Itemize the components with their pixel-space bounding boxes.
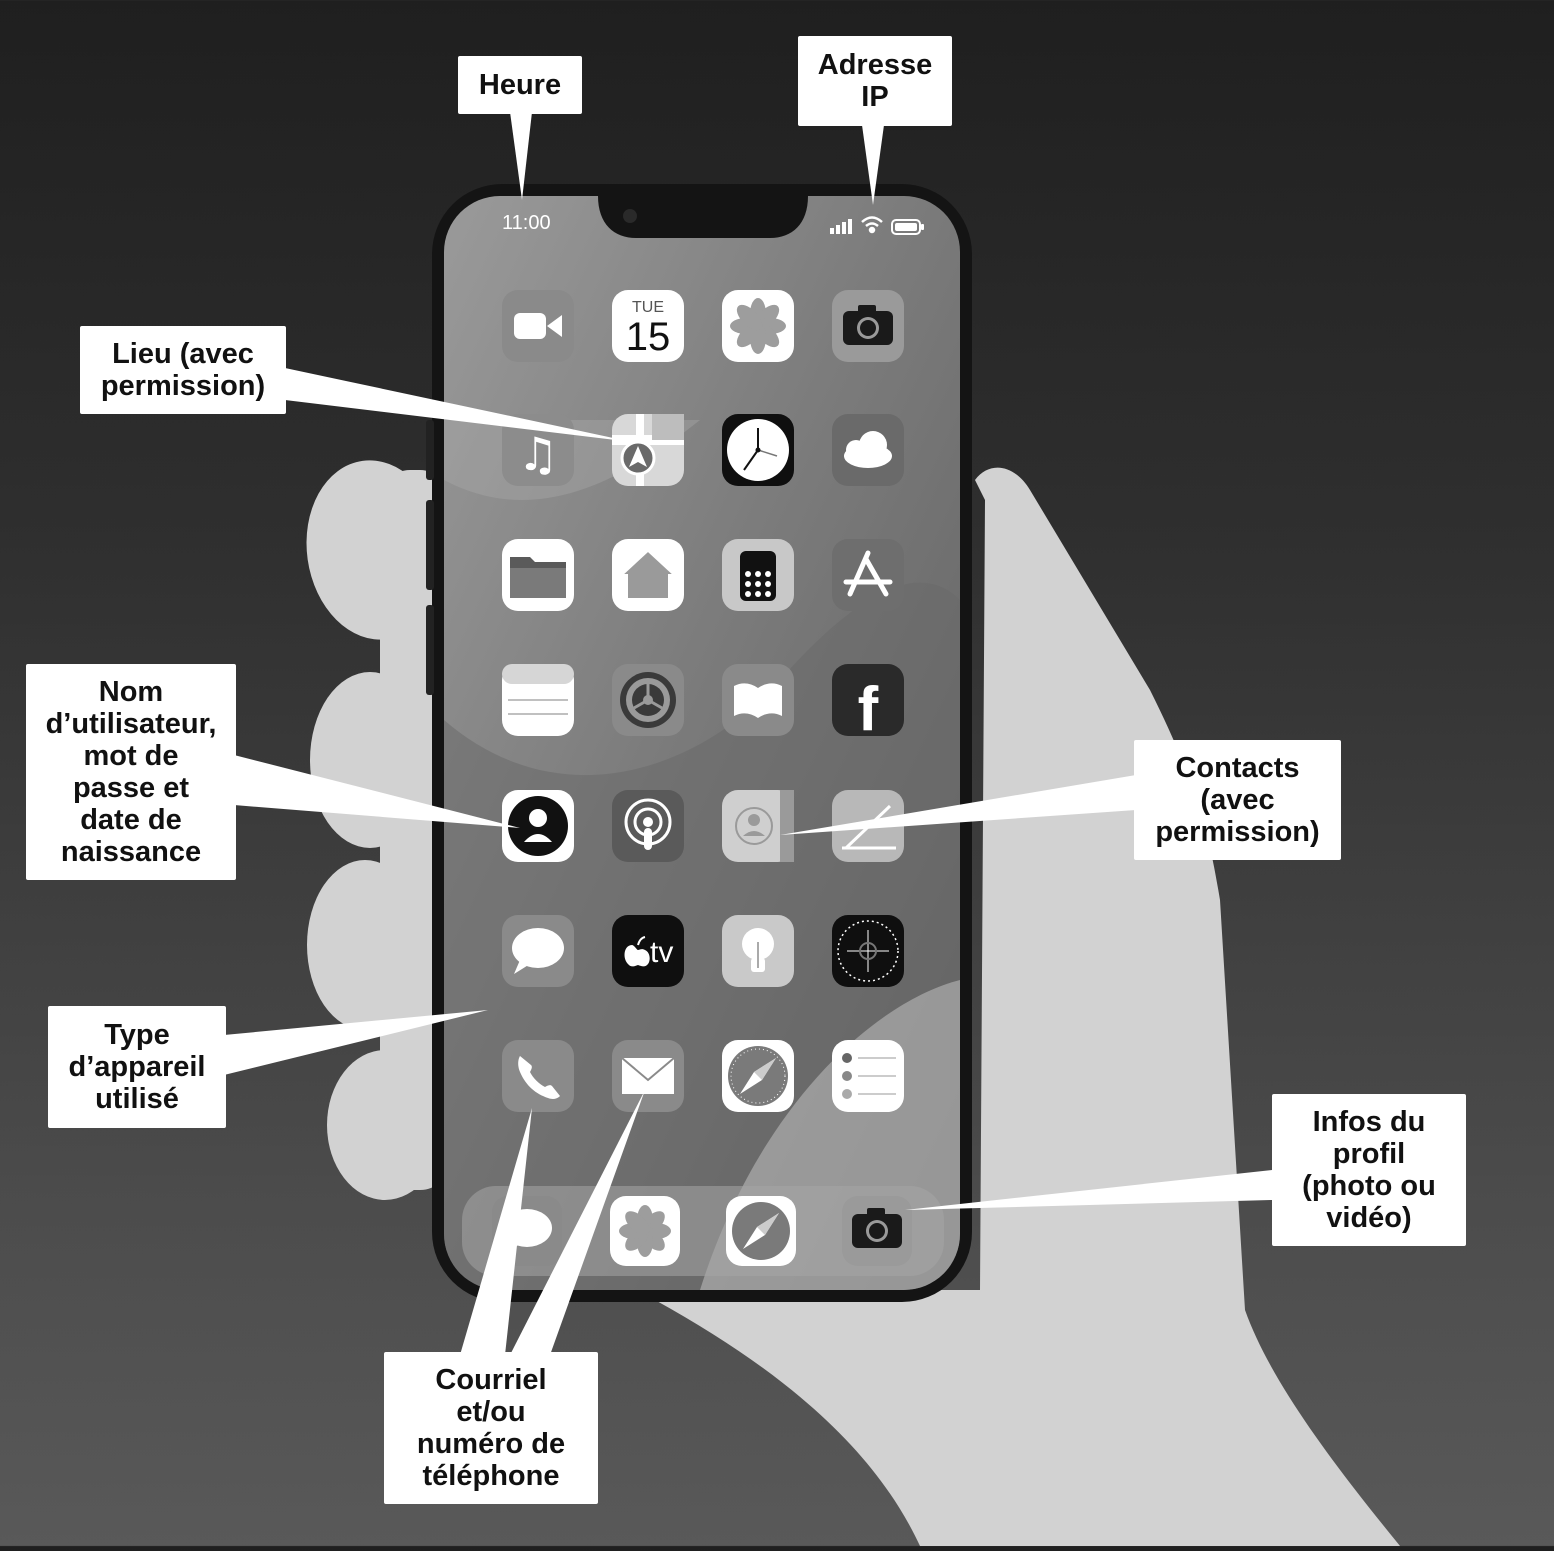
contacts-icon[interactable] (722, 790, 794, 862)
dock-safari-icon[interactable] (726, 1196, 796, 1266)
facebook-icon[interactable]: f (832, 664, 904, 744)
clock-icon[interactable] (722, 414, 794, 486)
maps-icon[interactable] (612, 414, 684, 486)
callout-heure: Heure (458, 56, 582, 114)
battery-icon (891, 219, 924, 235)
calendar-day: TUE (632, 299, 664, 316)
apple-tv-label: tv (650, 936, 673, 969)
notch (598, 196, 808, 238)
svg-text:f: f (858, 675, 879, 744)
mail-icon[interactable] (612, 1040, 684, 1112)
pointer-courriel-1 (460, 1108, 532, 1355)
dock-camera-icon[interactable] (842, 1196, 912, 1266)
pointer-heure (510, 112, 532, 200)
messages-icon[interactable] (502, 915, 574, 987)
wifi-icon (861, 216, 883, 234)
tips-icon[interactable] (722, 915, 794, 987)
podcasts-icon[interactable] (612, 790, 684, 862)
pointer-courriel-2 (510, 1090, 645, 1355)
facetime-icon[interactable] (502, 290, 574, 362)
settings-icon[interactable] (612, 664, 684, 736)
safari-icon[interactable] (722, 1040, 794, 1112)
status-time: 11:00 (502, 212, 551, 234)
callout-lieu: Lieu (avec permission) (80, 326, 286, 414)
compass-icon[interactable] (832, 915, 904, 987)
reminders-icon[interactable] (832, 1040, 904, 1112)
callout-pointers (224, 112, 1272, 1355)
apple-tv-icon[interactable]: tv (612, 915, 684, 987)
pointer-type-appareil (224, 1010, 488, 1075)
pointer-lieu (285, 368, 632, 442)
calendar-icon[interactable]: TUE 15 (612, 290, 684, 362)
books-icon[interactable] (722, 664, 794, 736)
svg-text:♫: ♫ (517, 427, 558, 481)
account-icon[interactable] (502, 790, 574, 862)
calculator-icon[interactable] (722, 539, 794, 611)
notes-icon[interactable] (502, 664, 574, 736)
files-icon[interactable] (502, 539, 574, 611)
camera-icon[interactable] (832, 290, 904, 362)
callout-nom: Nom d’utilisateur, mot de passe et date … (26, 664, 236, 880)
callout-adresse-ip: Adresse IP (798, 36, 952, 126)
weather-icon[interactable] (832, 414, 904, 486)
pointer-contacts (780, 775, 1136, 835)
photos-icon[interactable] (722, 290, 794, 362)
home-icon[interactable] (612, 539, 684, 611)
calendar-date: 15 (626, 315, 671, 359)
pointer-nom (234, 755, 520, 828)
pointer-infos-profil (905, 1170, 1272, 1210)
callout-infos-profil: Infos du profil (photo ou vidéo) (1272, 1094, 1466, 1246)
callout-contacts: Contacts (avec permission) (1134, 740, 1341, 860)
callout-type-appareil: Type d’appareil utilisé (48, 1006, 226, 1128)
signal-icon (830, 219, 852, 234)
app-store-icon[interactable] (832, 539, 904, 611)
phone-icon[interactable] (502, 1040, 574, 1112)
dock-photos-icon[interactable] (610, 1196, 680, 1266)
callout-courriel: Courriel et/ou numéro de téléphone (384, 1352, 598, 1504)
pointer-adresse-ip (862, 125, 884, 205)
